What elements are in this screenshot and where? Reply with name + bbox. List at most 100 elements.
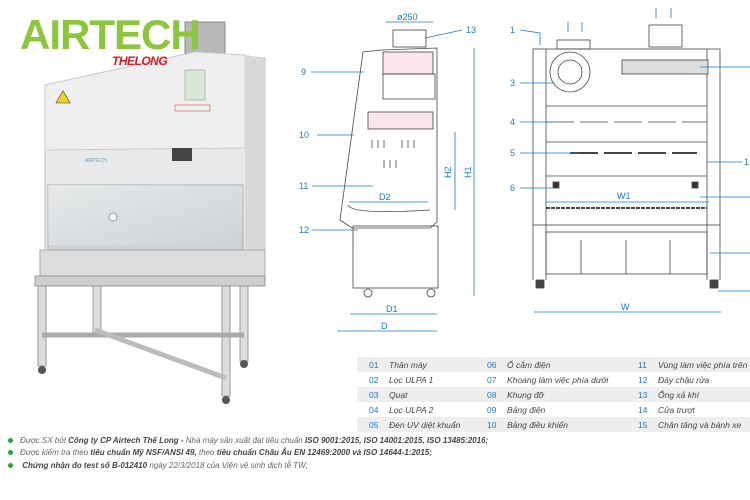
callout-5: 5 [510,148,515,158]
note-item: Chứng nhận đo test số B-012410 ngày 22/3… [8,459,748,472]
legend-number: 15 [638,419,648,430]
legend-text: Thân máy [389,359,427,370]
info-sticker [184,69,206,101]
legend-text: Ổ cắm điện [507,359,551,370]
legend-number: 12 [638,374,648,385]
side-view-dimensions [311,21,475,332]
legend-item: 15 Chân tăng và bánh xe [638,420,750,430]
certification-notes: Được SX bởi Công ty CP Airtech Thế Long … [8,434,748,472]
biohazard-icon [55,90,71,104]
legend-text: Đáy chậu rửa [658,374,710,385]
callout-3: 3 [510,78,515,88]
note-item: Được SX bởi Công ty CP Airtech Thế Long … [8,434,748,447]
legend-item: 07 Khoang làm việc phía dưới [487,375,638,385]
parts-legend: 01 Thân máy 06 Ổ cắm điện 11 Vùng làm việc ph… [357,357,750,432]
exhaust-duct [184,21,226,58]
note-bold: Công ty CP Airtech Thế Long - [68,435,184,445]
legend-item: 12 Đáy chậu rửa [638,375,750,385]
work-tray [39,249,266,279]
note-bold: tiêu chuẩn Mỹ NSF/ANSI 49, [90,448,197,458]
legend-item: 11 Vùng làm việc phía trên [638,360,750,370]
legend-item: 05 Đèn UV diệt khuẩn [357,420,487,430]
cabinet-photo: AIRTECH [34,21,266,404]
dimension-d: D [381,321,388,331]
dimension-d1: D1 [386,304,398,314]
bullet-icon [8,462,13,468]
legend-row: 02 Lọc ULPA 1 07 Khoang làm việc phía dưới 1… [357,372,750,387]
dimension-w1: W1 [617,191,631,201]
legend-text: Vùng làm việc phía trên [658,359,748,370]
caster-wheel [38,366,46,374]
note-text: ngày 22/3/2018 của Viện vệ sinh dịch tễ … [149,460,308,470]
legend-text: Ống xả khí [658,389,700,400]
note-bold: Chứng nhận đo test số B-012410 [22,460,148,470]
side-view-drawing [339,29,439,298]
diameter-label: ø250 [397,12,418,22]
note-item: Được kiểm tra theo tiêu chuẩn Mỹ NSF/ANS… [8,447,748,460]
caster-wheel [222,396,230,404]
note-text: theo [198,448,215,458]
caster-wheel [240,360,248,368]
legend-number: 14 [638,404,648,415]
legend-item: 10 Bảng điều khiển [487,420,638,430]
legend-item: 01 Thân máy [357,360,487,370]
callout-12: 12 [299,225,309,235]
legend-text: Đèn UV diệt khuẩn [389,419,461,430]
legend-text: Quạt [389,389,408,400]
brand-sublogo: THELONG [112,54,168,68]
callout-9: 9 [301,67,306,77]
legend-item: 04 Lọc ULPA 2 [357,405,487,415]
dimension-w: W [621,302,630,312]
legend-number: 11 [638,359,647,370]
legend-text: Bảng điều khiển [507,419,568,430]
legend-number: 01 [369,359,379,370]
legend-item: 14 Cửa trượt [638,405,750,415]
legend-item: 06 Ổ cắm điện [487,360,638,370]
sash-handle[interactable] [108,212,118,222]
note-text: Được kiểm tra theo [20,448,89,458]
brand-logo: AIRTECH [20,11,201,58]
callout-13: 13 [466,25,476,35]
callout-10: 10 [299,130,309,140]
legend-text: Khoang làm việc phía dưới [507,374,609,385]
legend-text: Lọc ULPA 1 [389,374,434,385]
front-view-drawing [532,24,721,289]
legend-number: 06 [487,359,497,370]
legend-number: 05 [369,419,379,430]
legend-row: 01 Thân máy 06 Ổ cắm điện 11 Vùng làm việc ph… [357,357,750,372]
callout-6: 6 [510,183,515,193]
callout-1: 1 [510,25,515,35]
legend-text: Lọc ULPA 2 [389,404,434,415]
callout-right: 1 [744,157,749,167]
legend-number: 02 [369,374,379,385]
bullet-icon [8,437,13,443]
legend-number: 07 [487,374,497,385]
bullet-icon [8,450,13,456]
callout-4: 4 [510,117,515,127]
front-view-dimensions [519,8,750,313]
legend-item: 03 Quạt [357,390,487,400]
dimension-h2: H2 [443,166,453,178]
note-bold: ISO 9001:2015, ISO 14001:2015, ISO 13485… [304,435,489,445]
dimension-h1: H1 [463,166,473,178]
cabinet-brand-label: AIRTECH [85,158,107,164]
note-text: Nhà máy sản xuất đạt tiêu chuẩn [185,435,303,445]
legend-text: Cửa trượt [658,404,695,415]
legend-number: 04 [369,404,379,415]
legend-text: Chân tăng và bánh xe [658,419,742,430]
dimension-d2: D2 [379,192,391,202]
legend-number: 10 [487,419,497,430]
note-bold: tiêu chuẩn Châu Âu EN 12469:2000 và ISO … [216,448,432,458]
legend-number: 03 [369,389,379,400]
legend-item: 02 Lọc ULPA 1 [357,375,487,385]
legend-number: 09 [487,404,497,415]
legend-row: 05 Đèn UV diệt khuẩn 10 Bảng điều khiển 15 Ch… [357,417,750,432]
control-panel [172,148,192,161]
callout-11: 11 [299,181,308,191]
